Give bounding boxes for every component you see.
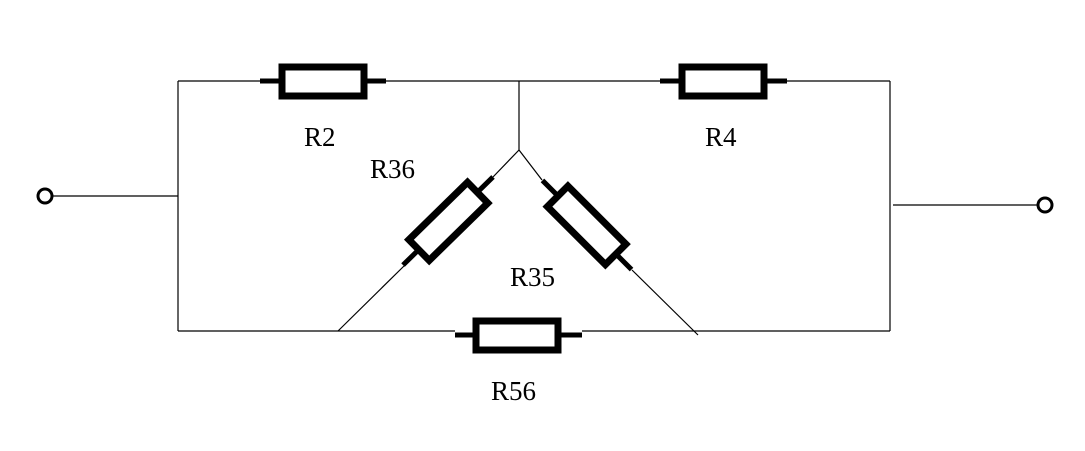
label-r36: R36 [370,154,415,184]
resistor-r56 [455,317,582,354]
resistor-r2 [260,63,386,100]
label-r4: R4 [705,122,737,152]
right-terminal [1036,196,1054,214]
resistor-r36 [401,175,495,267]
left-terminal [36,187,54,205]
resistor-r35 [540,178,634,272]
label-r2: R2 [304,122,336,152]
wires [52,80,1038,336]
label-r35: R35 [510,262,555,292]
resistor-r4 [660,63,787,100]
label-r56: R56 [491,376,536,406]
